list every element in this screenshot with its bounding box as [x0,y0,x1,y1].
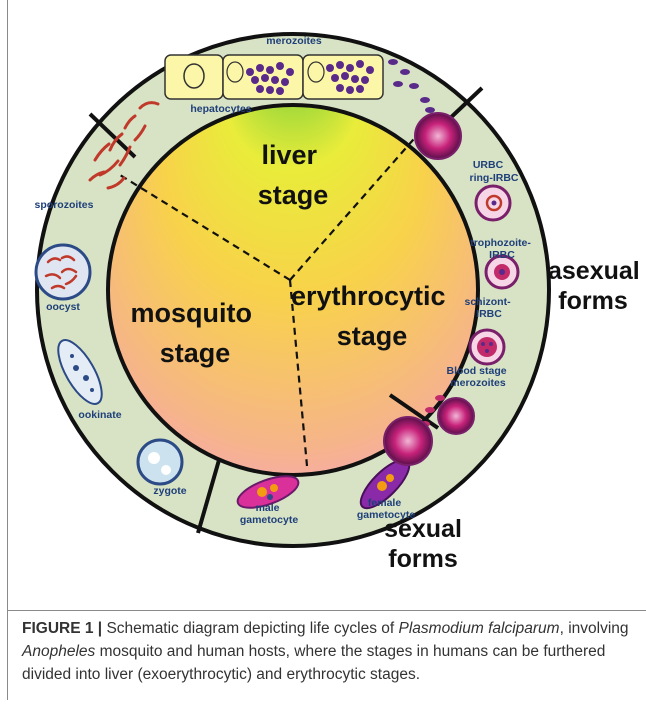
sexual-forms-label: sexual forms [373,514,473,574]
caption-text-1: Schematic diagram depicting life cycles … [102,620,398,637]
caption-species: Plasmodium falciparum [399,620,560,637]
blood-stage-rbc-icon [384,417,432,465]
caption-text-3: mosquito and human hosts, where the stag… [22,643,605,683]
blood-stage-merozoites-label: Blood stage merozoites [446,365,509,389]
ring-irbc-icon [476,186,510,220]
oocyst-label: oocyst [46,301,80,313]
zygote-label: zygote [153,485,186,497]
caption-text-2: , involving [560,620,629,637]
zygote-icon [138,440,182,484]
oocyst-icon [36,245,90,299]
urbc-icon [415,113,461,159]
schizont-irbc-icon [470,330,504,364]
caption-label: FIGURE 1 | [22,620,102,637]
caption-genus: Anopheles [22,643,95,660]
sporozoites-label: sporozoites [35,199,94,211]
ookinate-label: ookinate [78,409,121,421]
caption-divider [7,610,646,611]
figure-caption: FIGURE 1 | Schematic diagram depicting l… [22,617,634,686]
hepatocytes-label: hepatocytes [190,103,251,115]
asexual-forms-label: asexual forms [548,256,638,316]
ring-irbc-label: ring-IRBC [470,172,519,184]
urbc-label: URBC [473,159,504,171]
merozoites-label: merozoites [266,35,322,47]
